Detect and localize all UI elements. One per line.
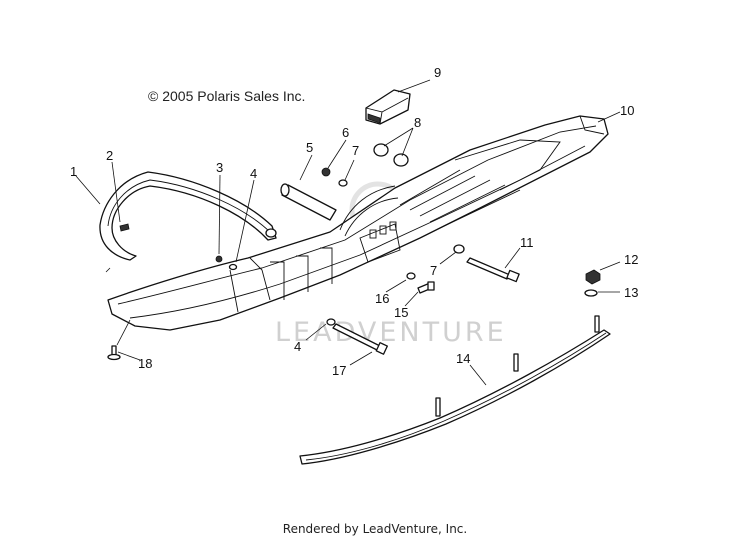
washer-small [228, 263, 238, 271]
callout-14: 14 [456, 351, 470, 366]
washer-right [453, 244, 465, 254]
footer-credit: Rendered by LeadVenture, Inc. [282, 522, 468, 536]
bushing-right [393, 153, 409, 167]
callout-3: 3 [216, 160, 223, 175]
copyright-notice: © 2005 Polaris Sales Inc. [148, 88, 306, 104]
callout-7b: 7 [430, 263, 437, 278]
callout-12: 12 [624, 252, 638, 267]
callout-5: 5 [306, 140, 313, 155]
callout-17: 17 [332, 363, 346, 378]
lock-nut [585, 269, 601, 285]
watermark: LEADVENTURE [275, 317, 507, 348]
washer-16 [406, 272, 416, 280]
callout-11: 11 [520, 235, 534, 250]
callout-8: 8 [414, 115, 421, 130]
callout-2: 2 [106, 148, 113, 163]
bolt-long-right [466, 257, 520, 283]
nut-small [215, 255, 223, 263]
callout-18: 18 [138, 356, 152, 371]
callout-16: 16 [375, 291, 389, 306]
callout-4: 4 [250, 166, 257, 181]
bushing-left [373, 143, 389, 157]
callout-1: 1 [70, 164, 77, 179]
washer-lower [326, 318, 336, 326]
callout-13: 13 [624, 285, 638, 300]
ski-loop [99, 171, 277, 261]
wear-pad [365, 89, 411, 125]
callout-9: 9 [434, 65, 441, 80]
callout-4-lower: 4 [294, 339, 301, 354]
callout-7a: 7 [352, 143, 359, 158]
washer-flat [584, 289, 598, 297]
spindle-tube [280, 183, 337, 221]
washer [338, 179, 348, 187]
leader-lines [75, 79, 621, 386]
callout-6: 6 [342, 125, 349, 140]
loop-clip [119, 223, 130, 232]
bolt-short [417, 281, 435, 294]
wear-bar [299, 315, 611, 465]
bolt-long-lower [332, 323, 388, 355]
rivet [107, 345, 121, 361]
callout-10: 10 [620, 103, 634, 118]
ski-body [107, 115, 609, 331]
nut [321, 167, 331, 177]
callouts: 1 2 3 4 5 6 7 7 8 9 10 11 12 13 14 15 16… [70, 65, 638, 378]
callout-15: 15 [394, 305, 408, 320]
